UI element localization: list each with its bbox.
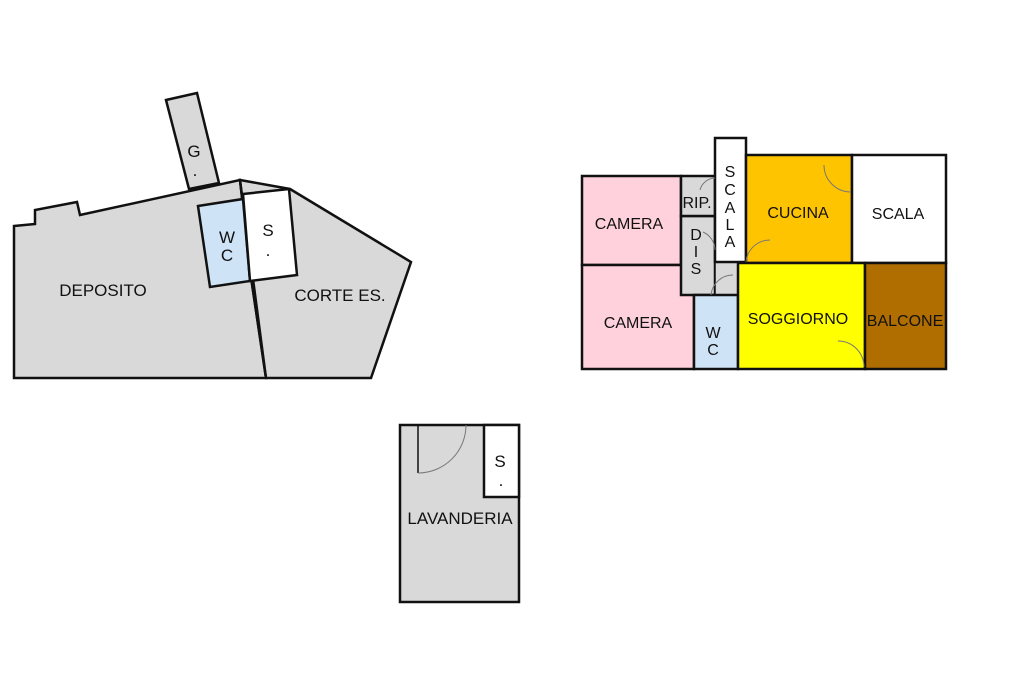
- basement-wc-label-2: C: [221, 246, 233, 265]
- dis-label-1: D: [690, 227, 702, 244]
- wc-door-arc: [710, 274, 734, 296]
- deposito-label: DEPOSITO: [59, 281, 147, 300]
- apartment-block: CAMERA CAMERA RIP. D I S S C A L A CUCIN…: [580, 136, 948, 371]
- balcone-label: BALCONE: [867, 313, 943, 330]
- basement-storage-label-2: .: [266, 241, 271, 260]
- cucina-label: CUCINA: [767, 205, 829, 222]
- rip-label: RIP.: [682, 195, 711, 212]
- garage-room: [164, 91, 221, 191]
- apartment-wc-label-2: C: [707, 342, 719, 359]
- corte-label: CORTE ES.: [294, 286, 385, 305]
- scala-vertical-label-5: A: [725, 234, 736, 251]
- scala-vertical-label-2: C: [724, 182, 736, 199]
- garage-label-1: G: [187, 142, 200, 161]
- scala-vertical-room: [713, 136, 748, 264]
- laundry-door-arc: [417, 424, 467, 474]
- soggiorno-room: [736, 261, 867, 371]
- camera-bottom-label: CAMERA: [604, 315, 673, 332]
- cucina-door-arc: [823, 164, 852, 193]
- dis-label-3: S: [691, 261, 702, 278]
- dis-door-arc: [702, 231, 716, 251]
- apartment-wc-label-1: W: [705, 325, 721, 342]
- laundry-block: S . LAVANDERIA: [398, 423, 521, 604]
- dis-label-2: I: [694, 244, 698, 261]
- scala-label: SCALA: [872, 206, 925, 223]
- scala-vertical-label-1: S: [725, 164, 736, 181]
- scala-vertical-label-3: A: [725, 200, 736, 217]
- laundry-storage-label-1: S: [494, 452, 505, 471]
- balcone-room: [863, 261, 948, 371]
- camera-top-label: CAMERA: [595, 216, 664, 233]
- basement-wc-label-1: W: [219, 228, 235, 247]
- camera-bottom-room: [580, 263, 696, 371]
- basement-storage-label-1: S: [262, 221, 273, 240]
- rip-door-arc: [699, 177, 716, 191]
- soggiorno-label: SOGGIORNO: [748, 311, 848, 328]
- cucina-room: [744, 153, 854, 265]
- garage-label-2: .: [193, 161, 198, 180]
- hall-door-arc: [745, 239, 771, 263]
- lavanderia-label: LAVANDERIA: [407, 509, 513, 528]
- balcone-door-arc: [837, 340, 865, 368]
- scala-room: [850, 153, 948, 265]
- camera-top-room: [580, 174, 683, 267]
- basement-storage-room: [241, 187, 299, 283]
- scala-vertical-label-4: L: [726, 217, 735, 234]
- laundry-storage-label-2: .: [499, 471, 504, 490]
- hall-room: [714, 261, 739, 296]
- laundry-storage-room: [482, 423, 521, 499]
- basement-block: G . W C S . DEPOSITO CORTE ES.: [12, 91, 413, 380]
- rip-room: [679, 174, 717, 218]
